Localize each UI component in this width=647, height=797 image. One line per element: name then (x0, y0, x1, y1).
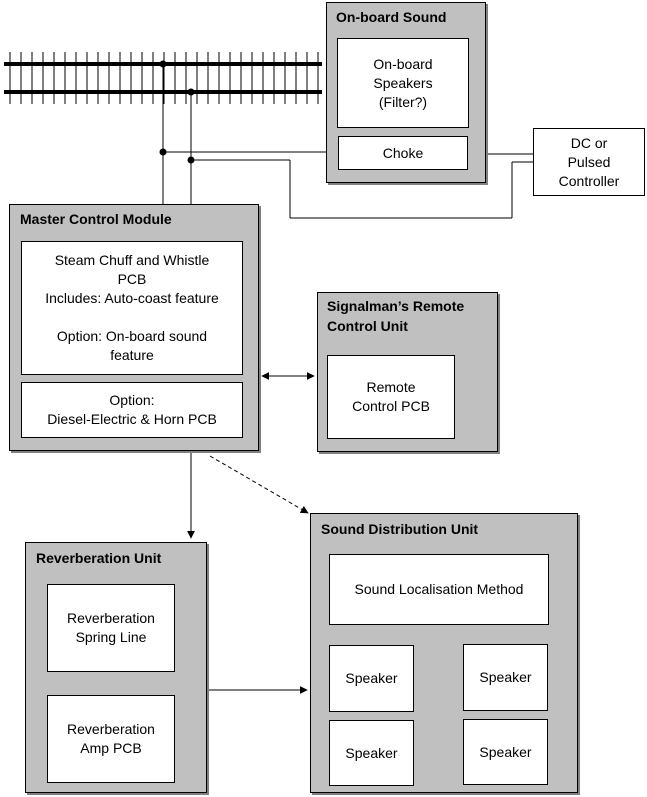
onboard-sound-title: On-board Sound (336, 9, 447, 25)
steam-chuff-pcb-box: Steam Chuff and Whistle PCB Includes: Au… (21, 241, 243, 375)
reverb-spring-line-box: Reverberation Spring Line (47, 584, 175, 672)
reverberation-unit: Reverberation Unit Reverberation Spring … (25, 542, 207, 793)
speaker-box: Speaker (463, 644, 548, 711)
remote-control-pcb-box: Remote Control PCB (327, 355, 455, 439)
wire-junctions (159, 60, 195, 164)
speaker-box: Speaker (463, 719, 548, 785)
master-control-title: Master Control Module (20, 211, 172, 227)
sound-distribution-unit: Sound Distribution Unit Sound Localisati… (310, 513, 578, 793)
reverb-amp-pcb-box: Reverberation Amp PCB (47, 695, 175, 783)
master-control-module: Master Control Module Steam Chuff and Wh… (9, 204, 259, 451)
dc-pulsed-controller-box: DC or Pulsed Controller (533, 128, 645, 196)
reverberation-title: Reverberation Unit (36, 550, 162, 566)
diesel-horn-pcb-box: Option: Diesel-Electric & Horn PCB (21, 382, 243, 438)
onboard-speakers-box: On-board Speakers (Filter?) (337, 38, 469, 128)
sound-localisation-box: Sound Localisation Method (329, 554, 549, 625)
wiring (162, 64, 534, 219)
sound-distribution-title: Sound Distribution Unit (321, 521, 479, 537)
signalman-title: Signalman’s Remote Control Unit (327, 298, 465, 334)
signalman-remote-control-unit: Signalman’s Remote Control Unit Remote C… (317, 292, 498, 452)
onboard-sound-unit: On-board Sound On-board Speakers (Filter… (326, 2, 486, 183)
master-distribution-dashed-arrow (209, 455, 309, 514)
choke-box: Choke (338, 136, 468, 170)
speaker-box: Speaker (329, 720, 414, 786)
speaker-box: Speaker (329, 645, 414, 712)
